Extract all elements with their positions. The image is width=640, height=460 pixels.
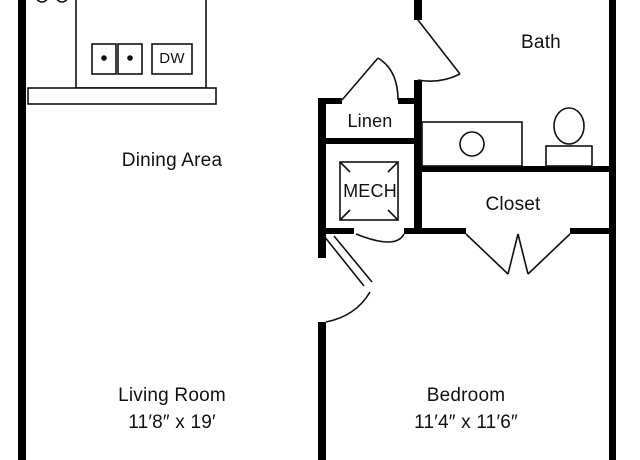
closet-door-right-b <box>517 233 529 275</box>
closet-door-left-b <box>507 233 519 275</box>
closet-door-right-a <box>527 233 571 275</box>
linen-left-wall <box>318 98 326 258</box>
walls <box>18 0 616 460</box>
sink-drain-icon <box>127 55 133 61</box>
kitchen-counter <box>27 0 217 105</box>
bath-door-swing <box>417 73 461 82</box>
room-size-living-room: 11′8″ x 19′ <box>128 412 216 433</box>
linen-door-swing <box>377 57 399 101</box>
bedroom-door-swing <box>325 291 371 323</box>
mech-door-swing <box>355 233 405 243</box>
closet-bottom-wall <box>414 228 466 234</box>
bath-left-wall <box>414 0 422 20</box>
toilet-bowl-icon <box>553 107 585 145</box>
linen-top-wall-right <box>398 98 422 104</box>
stove-burner-icon <box>36 0 48 3</box>
mech-door <box>323 235 365 287</box>
mech-door-inner <box>333 235 373 283</box>
dishwasher-label: DW <box>159 50 185 67</box>
linen-bottom-wall <box>318 138 422 144</box>
mech-bottom-wall <box>318 228 354 234</box>
bath-fixtures <box>421 107 593 167</box>
bath-bottom-wall <box>414 166 616 172</box>
mech-unit-box <box>339 161 399 221</box>
dishwasher-box <box>151 43 193 75</box>
sink-drain-icon <box>101 55 107 61</box>
closet-bottom-wall-right <box>570 228 616 234</box>
room-label-mech: MECH <box>343 181 397 201</box>
sink-basin-right <box>117 43 143 75</box>
left-exterior-wall <box>18 0 26 460</box>
room-size-bedroom: 11′4″ x 11′6″ <box>414 412 518 433</box>
room-label-living-room: Living Room <box>118 385 226 406</box>
mech-unit-mark <box>387 161 399 173</box>
sink-basin-left <box>91 43 117 75</box>
room-label-dining-area: Dining Area <box>121 150 223 171</box>
mech-unit-mark <box>387 209 399 221</box>
bath-door <box>417 19 461 75</box>
mech-unit-mark <box>339 209 351 221</box>
room-label-bath: Bath <box>521 32 561 53</box>
bath-left-wall-lower <box>414 80 422 230</box>
toilet-tank <box>545 145 593 167</box>
linen-door <box>341 57 379 101</box>
room-label-closet: Closet <box>485 194 541 215</box>
room-label-bedroom: Bedroom <box>426 385 506 406</box>
bedroom-left-wall <box>318 322 326 460</box>
mech-right-wall <box>404 228 422 234</box>
mech-unit-mark <box>339 161 351 173</box>
counter-top <box>27 87 217 105</box>
stove-burner-icon <box>56 0 68 3</box>
closet-door-left-a <box>465 233 509 275</box>
sink-icon <box>459 131 485 157</box>
room-label-linen: Linen <box>347 111 393 131</box>
mech-unit <box>339 161 399 221</box>
vanity-counter <box>421 121 523 167</box>
doors <box>323 19 571 323</box>
linen-top-wall <box>318 98 342 104</box>
